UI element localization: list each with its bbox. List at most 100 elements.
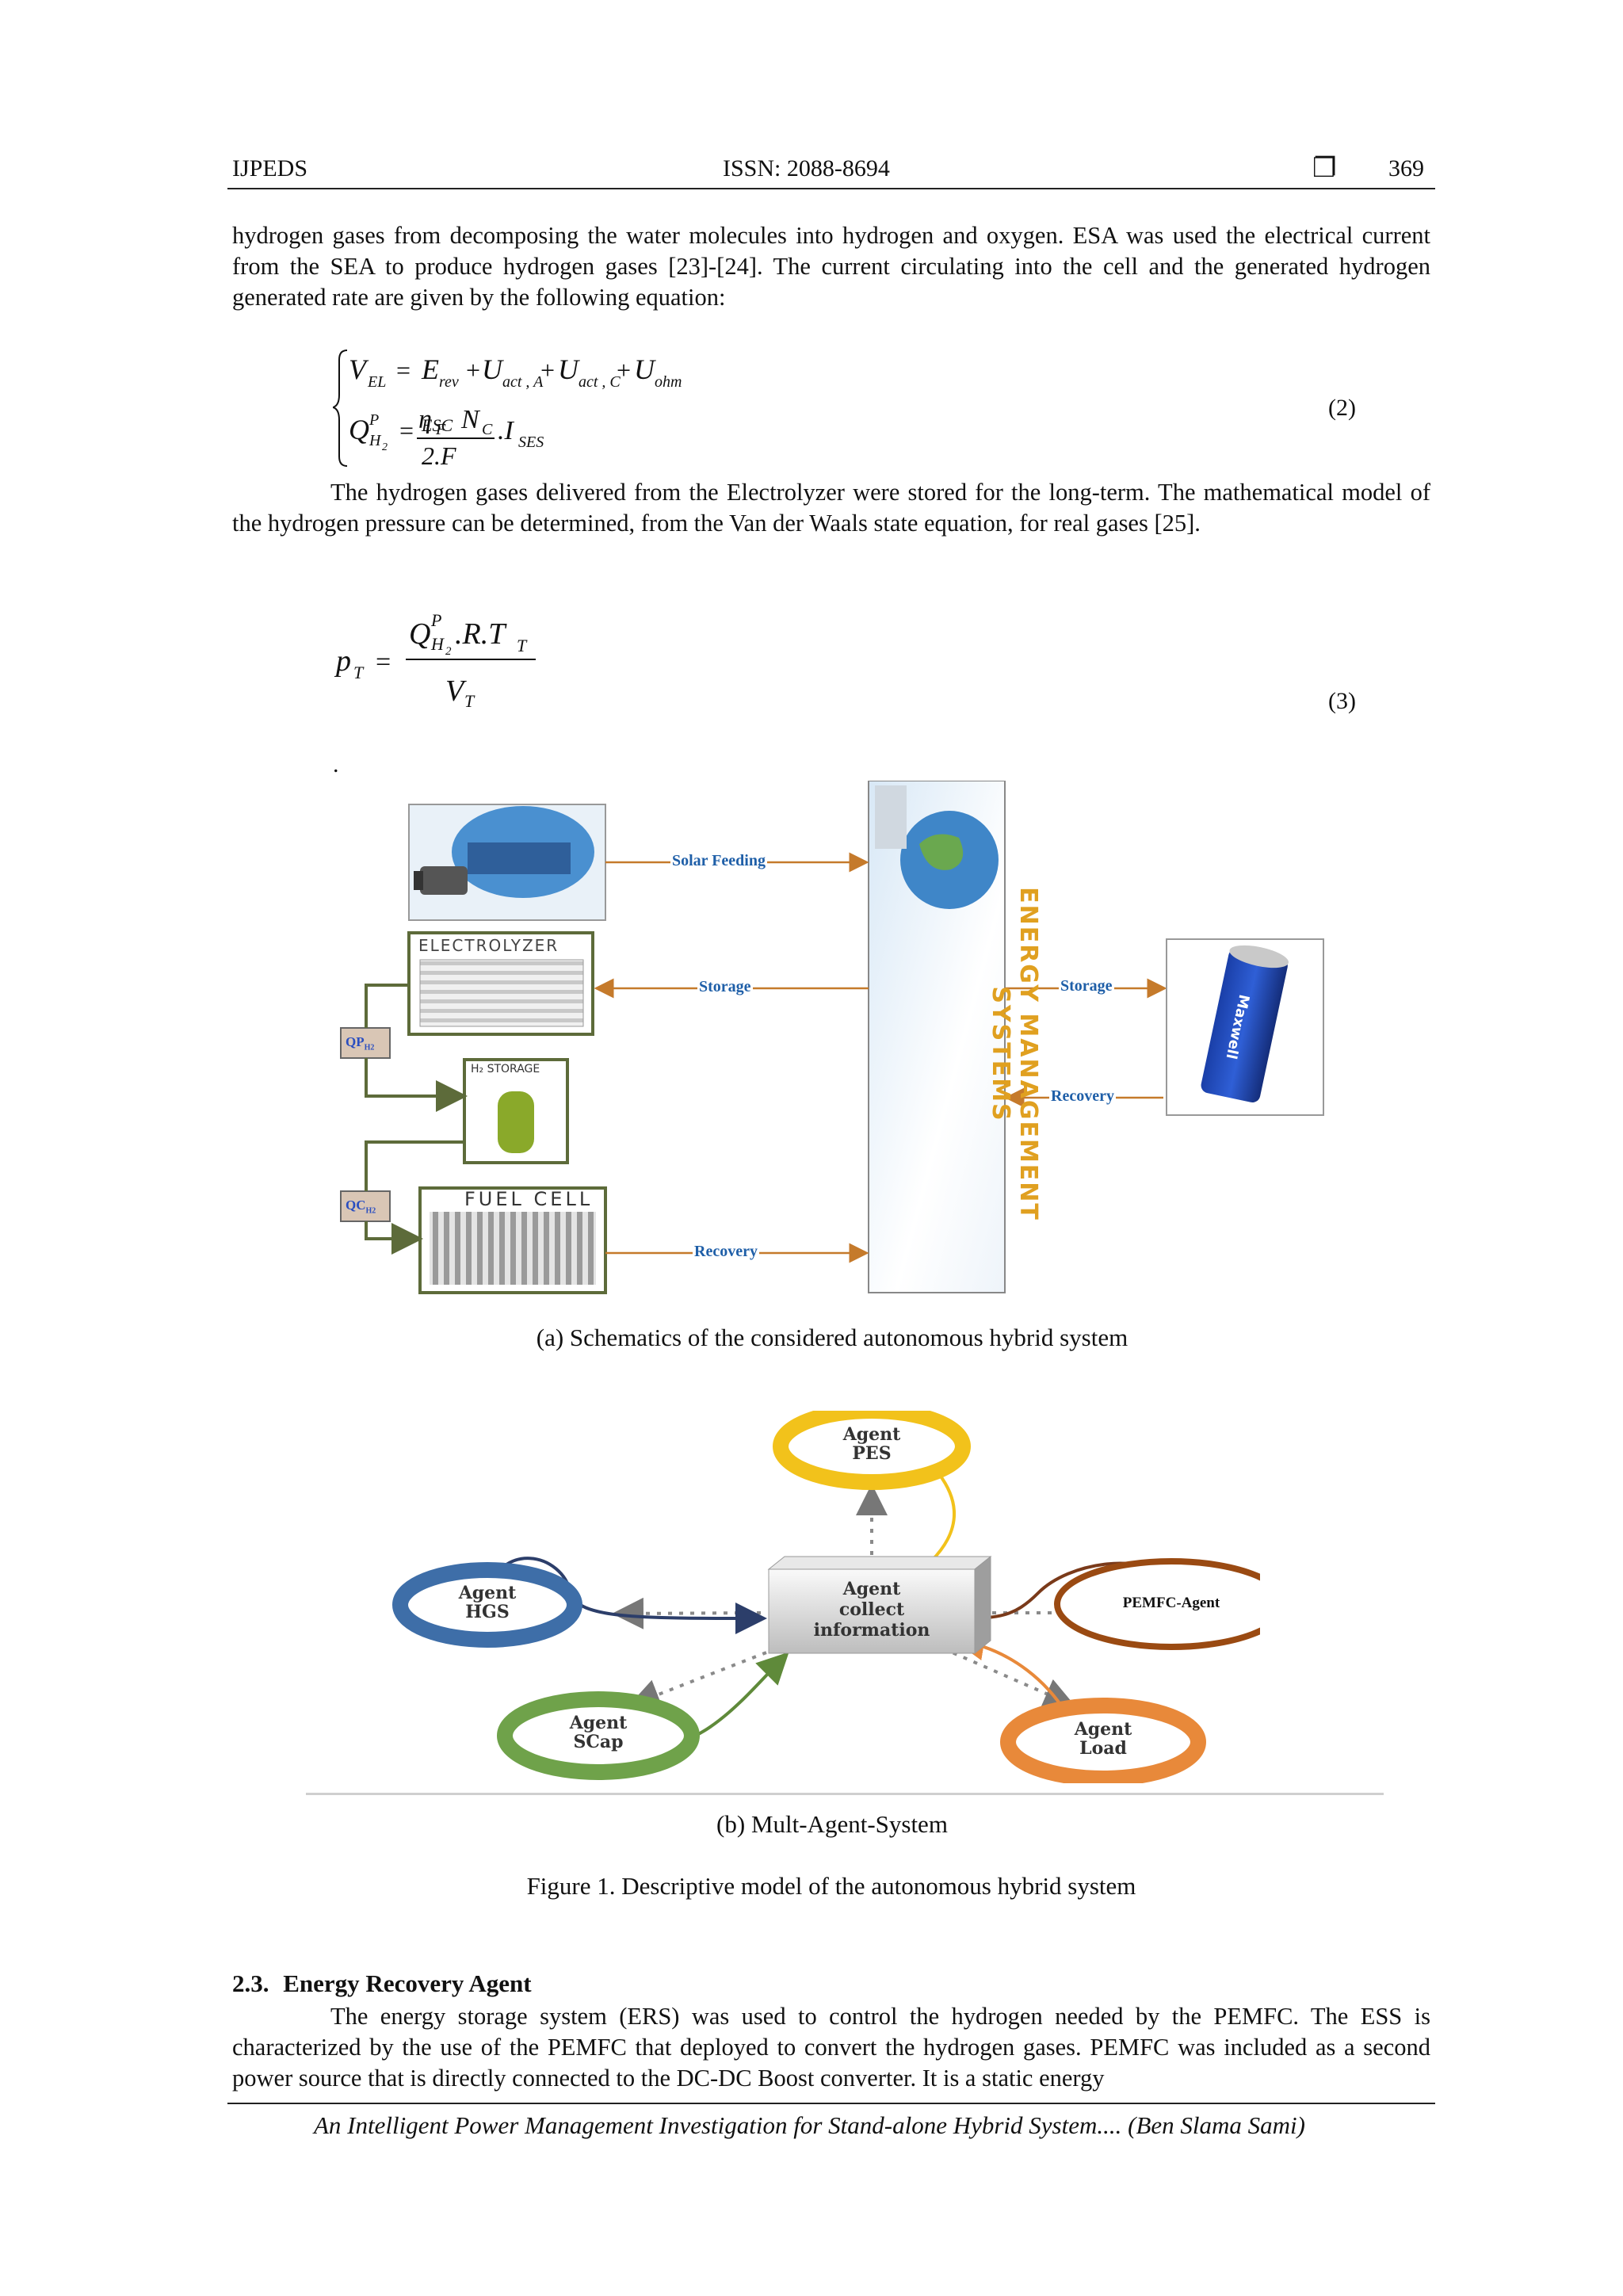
solar-feeding-label: Solar Feeding xyxy=(670,852,767,870)
svg-text:ohm: ohm xyxy=(655,373,682,391)
agent-pes-line-2: PES xyxy=(852,1443,892,1464)
connector-lines xyxy=(365,984,468,1255)
qp-text: QP xyxy=(346,1034,365,1049)
agent-load-line-2: Load xyxy=(1079,1738,1127,1759)
section-heading: 2.3. Energy Recovery Agent xyxy=(232,1969,532,1998)
svg-text:V: V xyxy=(445,674,467,708)
svg-text:+: + xyxy=(540,356,555,384)
svg-text:rev: rev xyxy=(439,373,459,391)
recovery-left-label: Recovery xyxy=(693,1243,759,1261)
figure-b-diagram xyxy=(392,1403,1289,1786)
svg-text:P: P xyxy=(430,610,441,630)
svg-text:U: U xyxy=(482,353,504,385)
electrolyzer-label: ELECTROLYZER xyxy=(418,936,559,955)
agent-scap-label: Agent SCap xyxy=(539,1713,658,1752)
agent-pes-line-1: Agent xyxy=(842,1424,901,1445)
fuel-cell-label: FUEL CELL xyxy=(464,1188,594,1210)
equation-3: p T = Q P H 2 .R.T T V T xyxy=(333,602,539,713)
electrolyzer-box xyxy=(407,931,594,1036)
qc-text: QC xyxy=(346,1198,366,1213)
qc-label: QCH2 xyxy=(346,1198,376,1215)
agent-hgs-ring xyxy=(392,1562,582,1648)
storage-right-label: Storage xyxy=(1059,977,1114,995)
header-rule xyxy=(227,188,1435,189)
agent-hgs-line-2: HGS xyxy=(465,1602,510,1622)
box-icon: ❐ xyxy=(1312,154,1337,183)
svg-text:Q: Q xyxy=(349,414,369,445)
ems-label: ENERGY MANAGEMENT SYSTEMS xyxy=(987,887,1042,1221)
svg-text:+: + xyxy=(617,356,631,384)
equation-2: V EL = E rev + U act , A + U act , C + U… xyxy=(332,346,777,472)
agent-load-ring xyxy=(1000,1698,1206,1786)
svg-text:T: T xyxy=(464,691,475,711)
footer-text: An Intelligent Power Management Investig… xyxy=(314,2111,1305,2139)
svg-text:EL: EL xyxy=(367,373,386,391)
svg-text:p: p xyxy=(334,644,351,678)
paragraph-1: hydrogen gases from decomposing the wate… xyxy=(232,222,1430,311)
agent-hgs-label: Agent HGS xyxy=(428,1584,547,1622)
svg-text:=: = xyxy=(396,356,411,384)
agent-center-box xyxy=(767,1555,992,1655)
agent-pes-ring xyxy=(773,1403,971,1490)
figure-a: ELECTROLYZER H₂ STORAGE FUEL CELL QPH2 Q… xyxy=(333,780,1331,1296)
svg-text:=: = xyxy=(399,416,414,445)
page-number: 369 xyxy=(1388,155,1424,181)
agent-scap-ring xyxy=(497,1691,700,1780)
svg-text:F: F xyxy=(435,421,446,438)
ems-column xyxy=(868,780,1006,1293)
svg-text:η: η xyxy=(418,405,432,434)
paragraph-2: The hydrogen gases delivered from the El… xyxy=(232,479,1430,537)
svg-text:2: 2 xyxy=(445,645,452,658)
storage-left-label: Storage xyxy=(697,978,753,996)
svg-text:2: 2 xyxy=(382,441,388,453)
section-number: 2.3. xyxy=(232,1969,269,1997)
agent-center-line-2: collect xyxy=(838,1599,905,1620)
qc-box xyxy=(340,1190,391,1222)
svg-text:act , A: act , A xyxy=(502,373,544,391)
svg-text:+: + xyxy=(466,356,480,384)
svg-text:2.F: 2.F xyxy=(422,441,456,470)
agent-hgs-line-1: Agent xyxy=(458,1583,517,1603)
svg-text:U: U xyxy=(558,353,580,385)
agent-pes-label: Agent PES xyxy=(812,1425,931,1463)
paragraph-3: The energy storage system (ERS) was used… xyxy=(232,2003,1430,2092)
qc-sub: H2 xyxy=(365,1206,376,1216)
solar-bulb-image xyxy=(408,804,606,921)
h2-storage-label: H₂ STORAGE xyxy=(471,1063,540,1075)
svg-text:=: = xyxy=(376,648,391,677)
footer-rule xyxy=(227,2103,1435,2104)
supercapacitor-image xyxy=(1166,938,1324,1116)
equation-2-number: (2) xyxy=(1328,395,1356,421)
recovery-right-label: Recovery xyxy=(1049,1087,1116,1106)
agent-pemfc-label: PEMFC-Agent xyxy=(1122,1595,1220,1611)
figure-a-schematic xyxy=(340,780,1324,1294)
svg-text:.I: .I xyxy=(498,416,515,445)
agent-center-line-1: Agent xyxy=(842,1579,901,1599)
agent-center-line-3: information xyxy=(813,1620,930,1641)
svg-text:U: U xyxy=(634,353,656,385)
svg-text:.R.T: .R.T xyxy=(455,617,507,651)
qp-label: QPH2 xyxy=(346,1034,374,1052)
figure-a-caption: (a) Schematics of the considered autonom… xyxy=(536,1324,1128,1351)
figure-b-underline xyxy=(306,1793,1384,1795)
svg-text:E: E xyxy=(421,353,439,385)
agent-scap-line-2: SCap xyxy=(573,1732,624,1752)
section-title: Energy Recovery Agent xyxy=(283,1969,532,1997)
agent-scap-line-1: Agent xyxy=(569,1713,628,1733)
agent-load-line-1: Agent xyxy=(1074,1719,1132,1740)
figure-1-caption: Figure 1. Descriptive model of the auton… xyxy=(526,1872,1136,1900)
svg-text:act , C: act , C xyxy=(579,373,621,391)
journal-name: IJPEDS xyxy=(232,155,308,181)
stray-dot: . xyxy=(333,751,339,777)
issn: ISSN: 2088-8694 xyxy=(723,155,890,181)
svg-text:SES: SES xyxy=(518,434,544,451)
equation-2-svg: V EL = E rev + U act , A + U act , C + U… xyxy=(332,350,682,470)
figure-b-caption: (b) Mult-Agent-System xyxy=(716,1810,948,1838)
svg-text:H: H xyxy=(369,432,382,449)
svg-text:H: H xyxy=(430,634,445,654)
agent-center-label: Agent collect information xyxy=(769,1579,975,1641)
equation-3-number: (3) xyxy=(1328,688,1356,714)
svg-text:P: P xyxy=(369,411,379,429)
svg-text:ESC: ESC xyxy=(421,415,453,435)
svg-text:V: V xyxy=(349,353,369,385)
